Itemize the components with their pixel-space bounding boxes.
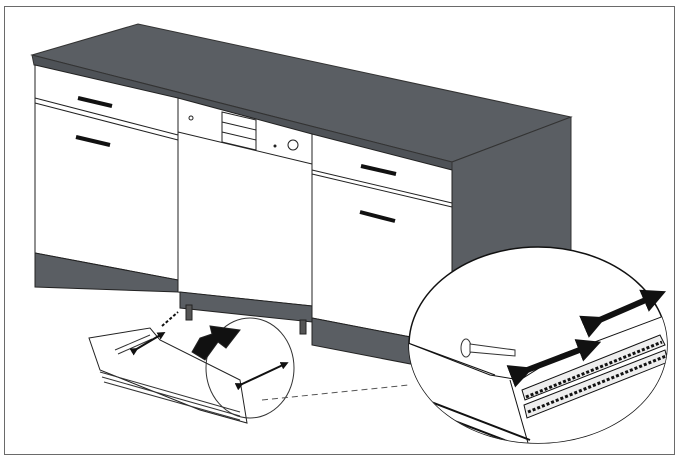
push-arrow-icon [191, 325, 241, 361]
screw-icon [460, 338, 516, 358]
drawer-handle [77, 96, 113, 108]
countertop [30, 23, 573, 171]
double-arrow-icon [579, 289, 667, 338]
door-handle [75, 135, 111, 147]
power-button [287, 139, 299, 151]
door-handle [359, 210, 396, 223]
double-arrow-icon [234, 362, 289, 391]
double-arrow-icon [161, 311, 179, 327]
double-arrow-icon [129, 331, 166, 356]
detail-circle [205, 317, 295, 419]
magnified-detail [408, 246, 668, 444]
dishwasher [177, 97, 313, 335]
left-cabinet [34, 64, 179, 293]
figure-frame [4, 6, 675, 455]
drawer-handle [360, 164, 397, 176]
indicator-light [188, 115, 194, 121]
plinth-kickplate [88, 311, 410, 424]
double-arrow-icon [506, 339, 602, 388]
